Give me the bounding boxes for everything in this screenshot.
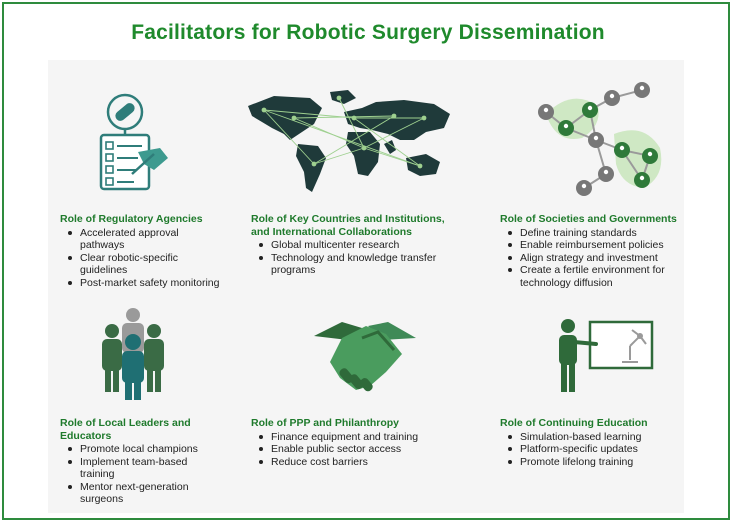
list-item: Create a fertile environment for technol… [508, 264, 685, 289]
section-societies-governments: Role of Societies and Governments Define… [500, 213, 685, 289]
list-item: Post-market safety monitoring [68, 276, 220, 289]
list-item: Define training standards [508, 227, 685, 240]
list-item: Enable public sector access [259, 443, 466, 456]
bullet-list: Simulation-based learning Platform-speci… [500, 431, 685, 469]
page-title: Facilitators for Robotic Surgery Dissemi… [131, 21, 605, 44]
list-item: Enable reimbursement policies [508, 239, 685, 252]
teacher-board-icon [559, 319, 654, 392]
world-map-network-icon [248, 90, 450, 192]
bullet-list: Define training standards Enable reimbur… [500, 227, 685, 290]
list-item: Platform-specific updates [508, 443, 685, 456]
section-continuing-education: Role of Continuing Education Simulation-… [500, 417, 685, 468]
list-item: Reduce cost barriers [259, 456, 466, 469]
list-item: Implement team-based training [68, 456, 220, 481]
handshake-icon [314, 322, 416, 392]
section-local-leaders: Role of Local Leaders and Educators Prom… [60, 417, 220, 506]
bullet-list: Finance equipment and training Enable pu… [251, 431, 466, 469]
list-item: Mentor next-generation surgeons [68, 481, 220, 506]
section-heading: Role of Key Countries and Institutions, … [251, 213, 445, 238]
list-item: Clear robotic-specific guidelines [68, 252, 220, 277]
list-item: Promote local champions [68, 443, 220, 456]
group-leader-icon [102, 308, 164, 400]
section-heading: Role of Continuing Education [500, 417, 648, 429]
list-item: Accelerated approval pathways [68, 227, 220, 252]
list-item: Simulation-based learning [508, 431, 685, 444]
section-heading: Role of Local Leaders and Educators [60, 417, 191, 442]
section-heading: Role of Regulatory Agencies [60, 213, 203, 225]
section-key-countries: Role of Key Countries and Institutions, … [251, 213, 466, 277]
list-item: Finance equipment and training [259, 431, 466, 444]
bullet-list: Promote local champions Implement team-b… [60, 443, 220, 506]
section-heading: Role of PPP and Philanthropy [251, 417, 399, 429]
section-regulatory-agencies: Role of Regulatory Agencies Accelerated … [60, 213, 220, 289]
list-item: Technology and knowledge transfer progra… [259, 252, 466, 277]
bullet-list: Global multicenter research Technology a… [251, 239, 466, 277]
regulatory-checklist-icon [99, 93, 168, 191]
list-item: Promote lifelong training [508, 456, 685, 469]
people-network-icon [538, 82, 662, 196]
bullet-list: Accelerated approval pathways Clear robo… [60, 227, 220, 290]
section-ppp-philanthropy: Role of PPP and Philanthropy Finance equ… [251, 417, 466, 468]
section-heading: Role of Societies and Governments [500, 213, 677, 225]
list-item: Global multicenter research [259, 239, 466, 252]
list-item: Align strategy and investment [508, 252, 685, 265]
